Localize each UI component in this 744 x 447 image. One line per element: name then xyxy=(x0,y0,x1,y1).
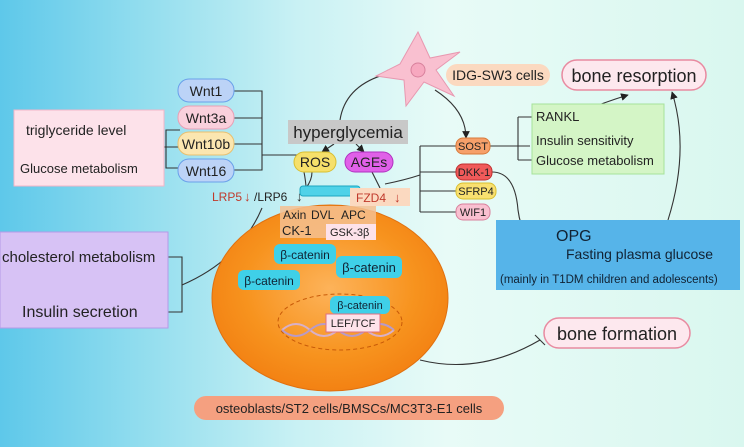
lrp6-label: /LRP6 xyxy=(254,190,288,204)
wnt-pill-bg xyxy=(177,105,235,130)
fzd4-label-bg xyxy=(350,188,410,206)
gsk3b-label-bg xyxy=(326,224,376,240)
dvl-label: DVL xyxy=(311,208,335,222)
wnt-ligand-label: Wnt1 xyxy=(190,83,223,99)
beta-catenin-pill xyxy=(336,256,402,278)
bone-resorption-pill xyxy=(561,59,707,91)
beta-catenin-label: β-catenin xyxy=(244,274,294,288)
hyperglycemia-to-ros xyxy=(321,143,335,153)
lower-left-bracket-line xyxy=(168,256,183,313)
wnt-ligand-label: Wnt16 xyxy=(186,163,227,179)
bone-formation-pill xyxy=(543,317,691,349)
blue-box xyxy=(496,220,740,290)
beta-catenin-label: β-catenin xyxy=(280,248,330,262)
cell-type-label: osteoblasts/ST2 cells/BMSCs/MC3T3-E1 cel… xyxy=(216,401,483,416)
dkk1-label: DKK-1 xyxy=(458,167,490,179)
wnt-ligand-label: Wnt10b xyxy=(182,136,230,152)
ages-to-fzd-line xyxy=(371,171,381,189)
lef-tcf-label: LEF/TCF xyxy=(331,318,376,330)
fasting-glucose-label: Fasting plasma glucose xyxy=(566,246,713,262)
cell-body xyxy=(211,204,449,392)
left-effect-box xyxy=(13,109,165,187)
hyperglycemia-to-cell-arrow xyxy=(339,69,396,121)
beta-catenin-pill xyxy=(330,296,390,314)
bone-resorption-label: bone resorption xyxy=(571,66,696,86)
wnt-ligand-group: Wnt1 Wnt3a Wnt10b Wnt16 xyxy=(177,78,235,183)
nucleus-outline xyxy=(277,293,403,351)
cell-to-formation-line xyxy=(419,339,541,365)
hyperglycemia-to-ages xyxy=(355,143,365,153)
wnt-pill-bg xyxy=(177,131,235,156)
wnt-bracket-mid-line xyxy=(234,117,262,145)
lower-left-label: cholesterol metabolism xyxy=(2,249,155,266)
sfrp4-label: SFRP4 xyxy=(458,186,493,198)
ck1-label: CK-1 xyxy=(282,223,312,238)
fzd4-label: FZD4 xyxy=(356,191,386,205)
right-top-box xyxy=(531,103,665,175)
apc-label: APC xyxy=(341,208,366,222)
wnt-pill-bg xyxy=(177,78,235,103)
left-effect-label: Glucose metabolism xyxy=(20,161,138,176)
fzd4-down-arrow-icon: ↓ xyxy=(394,190,401,205)
left-effect-label: triglyceride level xyxy=(26,122,126,138)
opg-label: OPG xyxy=(556,228,592,245)
wnt-pill-bg xyxy=(177,158,235,183)
dkk1-pill xyxy=(455,163,493,181)
lower-left-label: Insulin secretion xyxy=(22,304,138,321)
right-top-bracket-line xyxy=(517,116,532,161)
beta-catenin-pill xyxy=(238,270,300,290)
lef-tcf-box xyxy=(325,313,381,333)
ros-pill-bg xyxy=(293,151,337,173)
inhibitor-to-receptor-line xyxy=(384,174,421,185)
idg-sw3-nucleus xyxy=(410,62,426,78)
inhibitor-branch-lines xyxy=(420,145,456,213)
beta-catenin-label: β-catenin xyxy=(342,260,396,275)
lrp6-down-arrow-icon: ↓ xyxy=(296,189,303,204)
cell-type-label-bg xyxy=(194,396,504,420)
sfrp4-pill xyxy=(455,182,497,200)
wif1-pill xyxy=(455,203,491,221)
ages-label: AGEs xyxy=(351,154,388,170)
lrp5-down-arrow-icon: ↓ xyxy=(244,189,251,204)
gsk3b-label: GSK-3β xyxy=(330,227,369,239)
right-top-item: Glucose metabolism xyxy=(536,153,654,168)
sost-label: SOST xyxy=(458,141,488,153)
ages-pill-bg xyxy=(344,151,394,173)
sost-pill xyxy=(455,137,491,155)
wnt-bracket-line xyxy=(234,90,263,171)
wif1-label: WIF1 xyxy=(460,207,486,219)
beta-catenin-group: β-catenin β-catenin β-catenin β-catenin xyxy=(238,244,402,314)
lrp5-label: LRP5 xyxy=(212,190,242,204)
wnt-ligand-label: Wnt3a xyxy=(186,110,227,126)
beta-catenin-label: β-catenin xyxy=(337,300,382,312)
right-top-item: Insulin sensitivity xyxy=(536,133,634,148)
idg-sw3-label: IDG-SW3 cells xyxy=(452,67,544,83)
blue-box-to-resorption-arrow xyxy=(667,91,681,221)
hyperglycemia-label: hyperglycemia xyxy=(293,123,403,142)
left-effect-bracket-line xyxy=(165,129,180,169)
idg-to-sost-arrow xyxy=(434,89,470,139)
ros-label: ROS xyxy=(300,154,330,170)
t1dm-note: (mainly in T1DM children and adolescents… xyxy=(500,274,718,286)
beta-catenin-pill xyxy=(274,244,336,264)
axin-label: Axin xyxy=(283,208,306,222)
right-top-item: RANKL xyxy=(536,109,579,124)
formation-inhibit-bar xyxy=(534,334,546,346)
hyperglycemia-box xyxy=(288,120,408,144)
idg-sw3-label-bg xyxy=(446,64,550,86)
bone-formation-label: bone formation xyxy=(557,324,677,344)
lower-left-box xyxy=(0,231,169,329)
